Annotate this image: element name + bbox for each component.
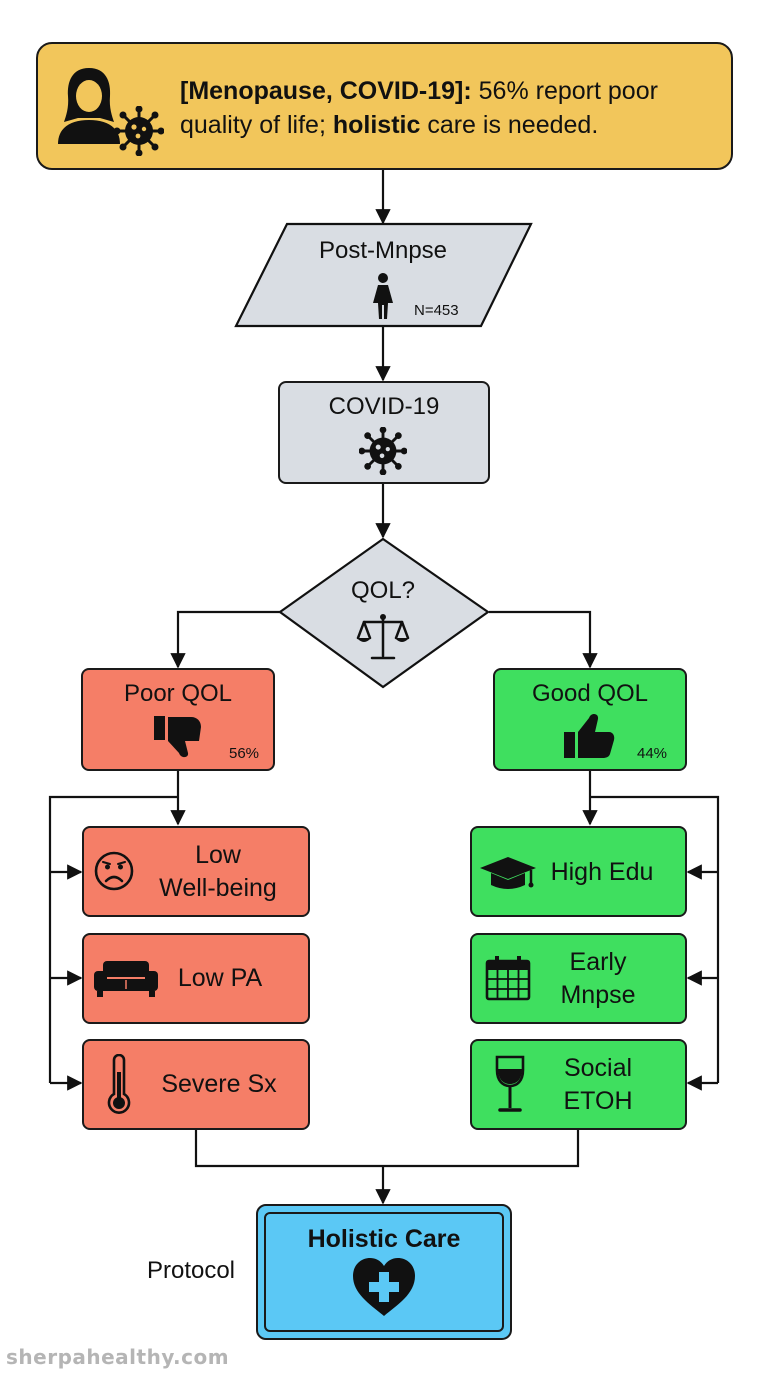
high-edu-label: High Edu	[550, 858, 654, 886]
good-bracket-line	[590, 795, 720, 1083]
virus-icon	[359, 427, 407, 475]
summary-text-part1: 56% report poor quality of life;	[180, 77, 658, 139]
sad-face-icon	[94, 851, 134, 891]
low-wellbeing-line2: Well-being	[159, 874, 277, 902]
thumbs-down-icon	[154, 716, 201, 758]
poor-qol-percent: 56%	[229, 745, 260, 762]
summary-banner: [Menopause, COVID-19]: 56% report poor q…	[36, 42, 733, 170]
couch-icon	[94, 961, 158, 997]
woman-icon	[373, 273, 393, 319]
early-mnpse-line2: Mnpse	[560, 981, 636, 1009]
early-mnpse-label: Early Mnpse	[538, 946, 658, 1012]
summary-bold-holistic: holistic	[332, 111, 421, 139]
low-wellbeing-label: Low Well-being	[142, 839, 294, 905]
arrow-decision-to-good	[489, 610, 598, 669]
virus-icon	[114, 106, 164, 156]
woman-icon	[58, 68, 120, 144]
wine-glass-icon	[495, 1055, 525, 1112]
decision-label: QOL?	[350, 577, 416, 604]
low-wellbeing-node	[82, 826, 310, 917]
social-etoh-line2: ETOH	[563, 1087, 633, 1115]
summary-text: [Menopause, COVID-19]: 56% report poor q…	[180, 74, 725, 142]
calendar-icon	[485, 956, 531, 1001]
early-mnpse-line1: Early	[569, 948, 627, 976]
thumbs-up-icon	[564, 713, 615, 758]
heart-cross-icon	[353, 1258, 415, 1316]
graduation-cap-icon	[480, 857, 536, 889]
social-etoh-line1: Social	[563, 1054, 633, 1082]
decision-shape	[278, 537, 490, 689]
early-mnpse-node	[470, 933, 687, 1024]
population-label: Post-Mnpse	[318, 237, 448, 264]
holistic-care-inner-border	[264, 1212, 504, 1332]
merge-line	[194, 1129, 580, 1168]
covid-label: COVID-19	[328, 393, 440, 420]
severe-sx-label: Severe Sx	[161, 1070, 277, 1098]
holistic-care-label: Holistic Care	[307, 1225, 461, 1253]
summary-text-part2: care is needed.	[420, 111, 599, 139]
good-qol-percent: 44%	[637, 745, 668, 762]
population-n: N=453	[414, 302, 459, 319]
summary-bold-topic: [Menopause, COVID-19]:	[180, 77, 472, 105]
low-wellbeing-line1: Low	[195, 841, 241, 869]
good-qol-label: Good QOL	[531, 680, 649, 707]
scale-icon	[356, 614, 410, 660]
arrow-decision-to-poor	[170, 610, 281, 669]
low-pa-label: Low PA	[177, 964, 263, 992]
poor-bracket-line	[48, 795, 178, 1083]
thermometer-icon	[107, 1054, 131, 1114]
poor-qol-label: Poor QOL	[123, 680, 233, 707]
watermark: sherpahealthy.com	[6, 1345, 230, 1369]
low-pa-node	[82, 933, 310, 1024]
protocol-label: Protocol	[146, 1257, 236, 1284]
social-etoh-label: Social ETOH	[538, 1052, 658, 1118]
